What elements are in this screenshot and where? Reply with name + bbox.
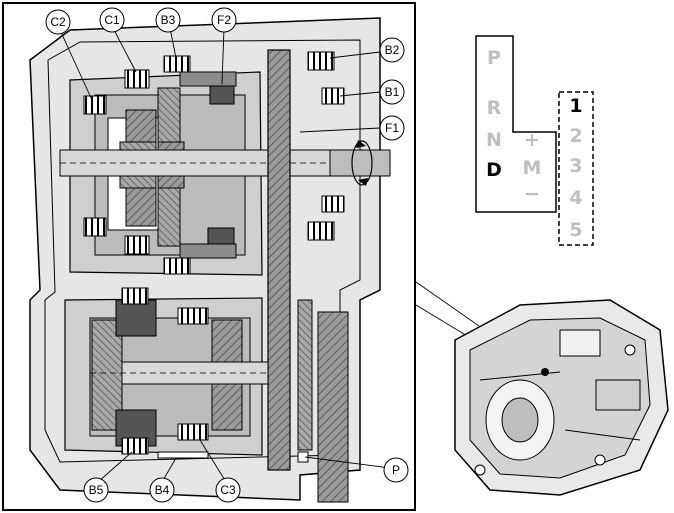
rotation-arrow-icon (351, 140, 373, 186)
callout-b2-label: B2 (385, 43, 400, 57)
gear-indicator-box (558, 91, 594, 246)
selector-position-r: R (487, 97, 502, 119)
upper-gear-bot-1 (125, 187, 157, 227)
callout-f2-label: F2 (217, 13, 231, 27)
callout-p-label: P (392, 463, 400, 477)
brake-b5-plates-top (121, 287, 149, 305)
brake-b2-plates-bottom (307, 221, 335, 241)
gear-indicator-1: 1 (569, 95, 582, 117)
gear-indicator-2: 2 (569, 125, 582, 147)
differential-gear (317, 311, 349, 503)
selector-position-n: N (486, 129, 502, 151)
gear-indicator-4: 4 (569, 187, 582, 209)
intermediate-gear (297, 299, 313, 451)
brake-b2-plates (307, 51, 335, 71)
callout-c3: C3 (215, 477, 241, 503)
brake-b3-plates-top (163, 55, 191, 73)
callout-b2: B2 (379, 37, 405, 63)
clutch-c2-plates-top (83, 95, 107, 115)
upper-gear-top-2 (157, 87, 181, 149)
brake-b5-plates (121, 437, 149, 455)
callout-f1: F1 (379, 115, 405, 141)
transfer-drive-gear (267, 49, 291, 471)
brake-b4-band (157, 451, 209, 459)
callout-b1: B1 (379, 79, 405, 105)
callout-c3-label: C3 (220, 483, 236, 497)
selector-plus: + (524, 129, 540, 151)
brake-b3-plates-bottom (163, 257, 191, 275)
callout-c2-label: C2 (50, 15, 66, 29)
callout-p: P (383, 457, 409, 483)
callout-b1-label: B1 (385, 85, 400, 99)
callout-f2: F2 (211, 7, 237, 33)
clutch-c2-plates-bottom (83, 217, 107, 237)
callout-b5-label: B5 (89, 483, 104, 497)
gear-indicator-3: 3 (569, 155, 582, 177)
selector-minus: − (524, 183, 540, 205)
callout-c1: C1 (99, 7, 125, 33)
upper-drum-block-bottom (179, 243, 237, 259)
callout-c2: C2 (45, 9, 71, 35)
clutch-c1-plates-bottom (124, 235, 150, 255)
upper-drum-block-top (179, 71, 237, 87)
output-shaft (329, 149, 391, 177)
callout-b3: B3 (155, 7, 181, 33)
clutch-c1-plates-top (124, 69, 150, 89)
selector-gate (475, 35, 557, 213)
callout-b3-label: B3 (161, 13, 176, 27)
gearbox-illustration (454, 299, 669, 496)
callout-f1-label: F1 (385, 121, 399, 135)
upper-gear-bot-2 (157, 187, 181, 247)
selector-position-p: P (487, 47, 501, 69)
clutch-c3-plates (177, 423, 209, 441)
callout-c1-label: C1 (104, 13, 120, 27)
selector-position-d: D (486, 159, 502, 181)
lower-drum-dark-top (115, 299, 157, 337)
one-way-clutch-f2-bottom (207, 227, 235, 247)
selector-manual: M (523, 157, 542, 179)
brake-b1-plates-bottom (321, 195, 345, 213)
gear-indicator-5: 5 (569, 219, 582, 241)
callout-b4: B4 (149, 477, 175, 503)
callout-b5: B5 (83, 477, 109, 503)
gear-selector: P R N D + M − 1 2 3 4 5 (475, 35, 594, 246)
callout-b4-label: B4 (155, 483, 170, 497)
clutch-c3-plates-top (177, 307, 209, 325)
